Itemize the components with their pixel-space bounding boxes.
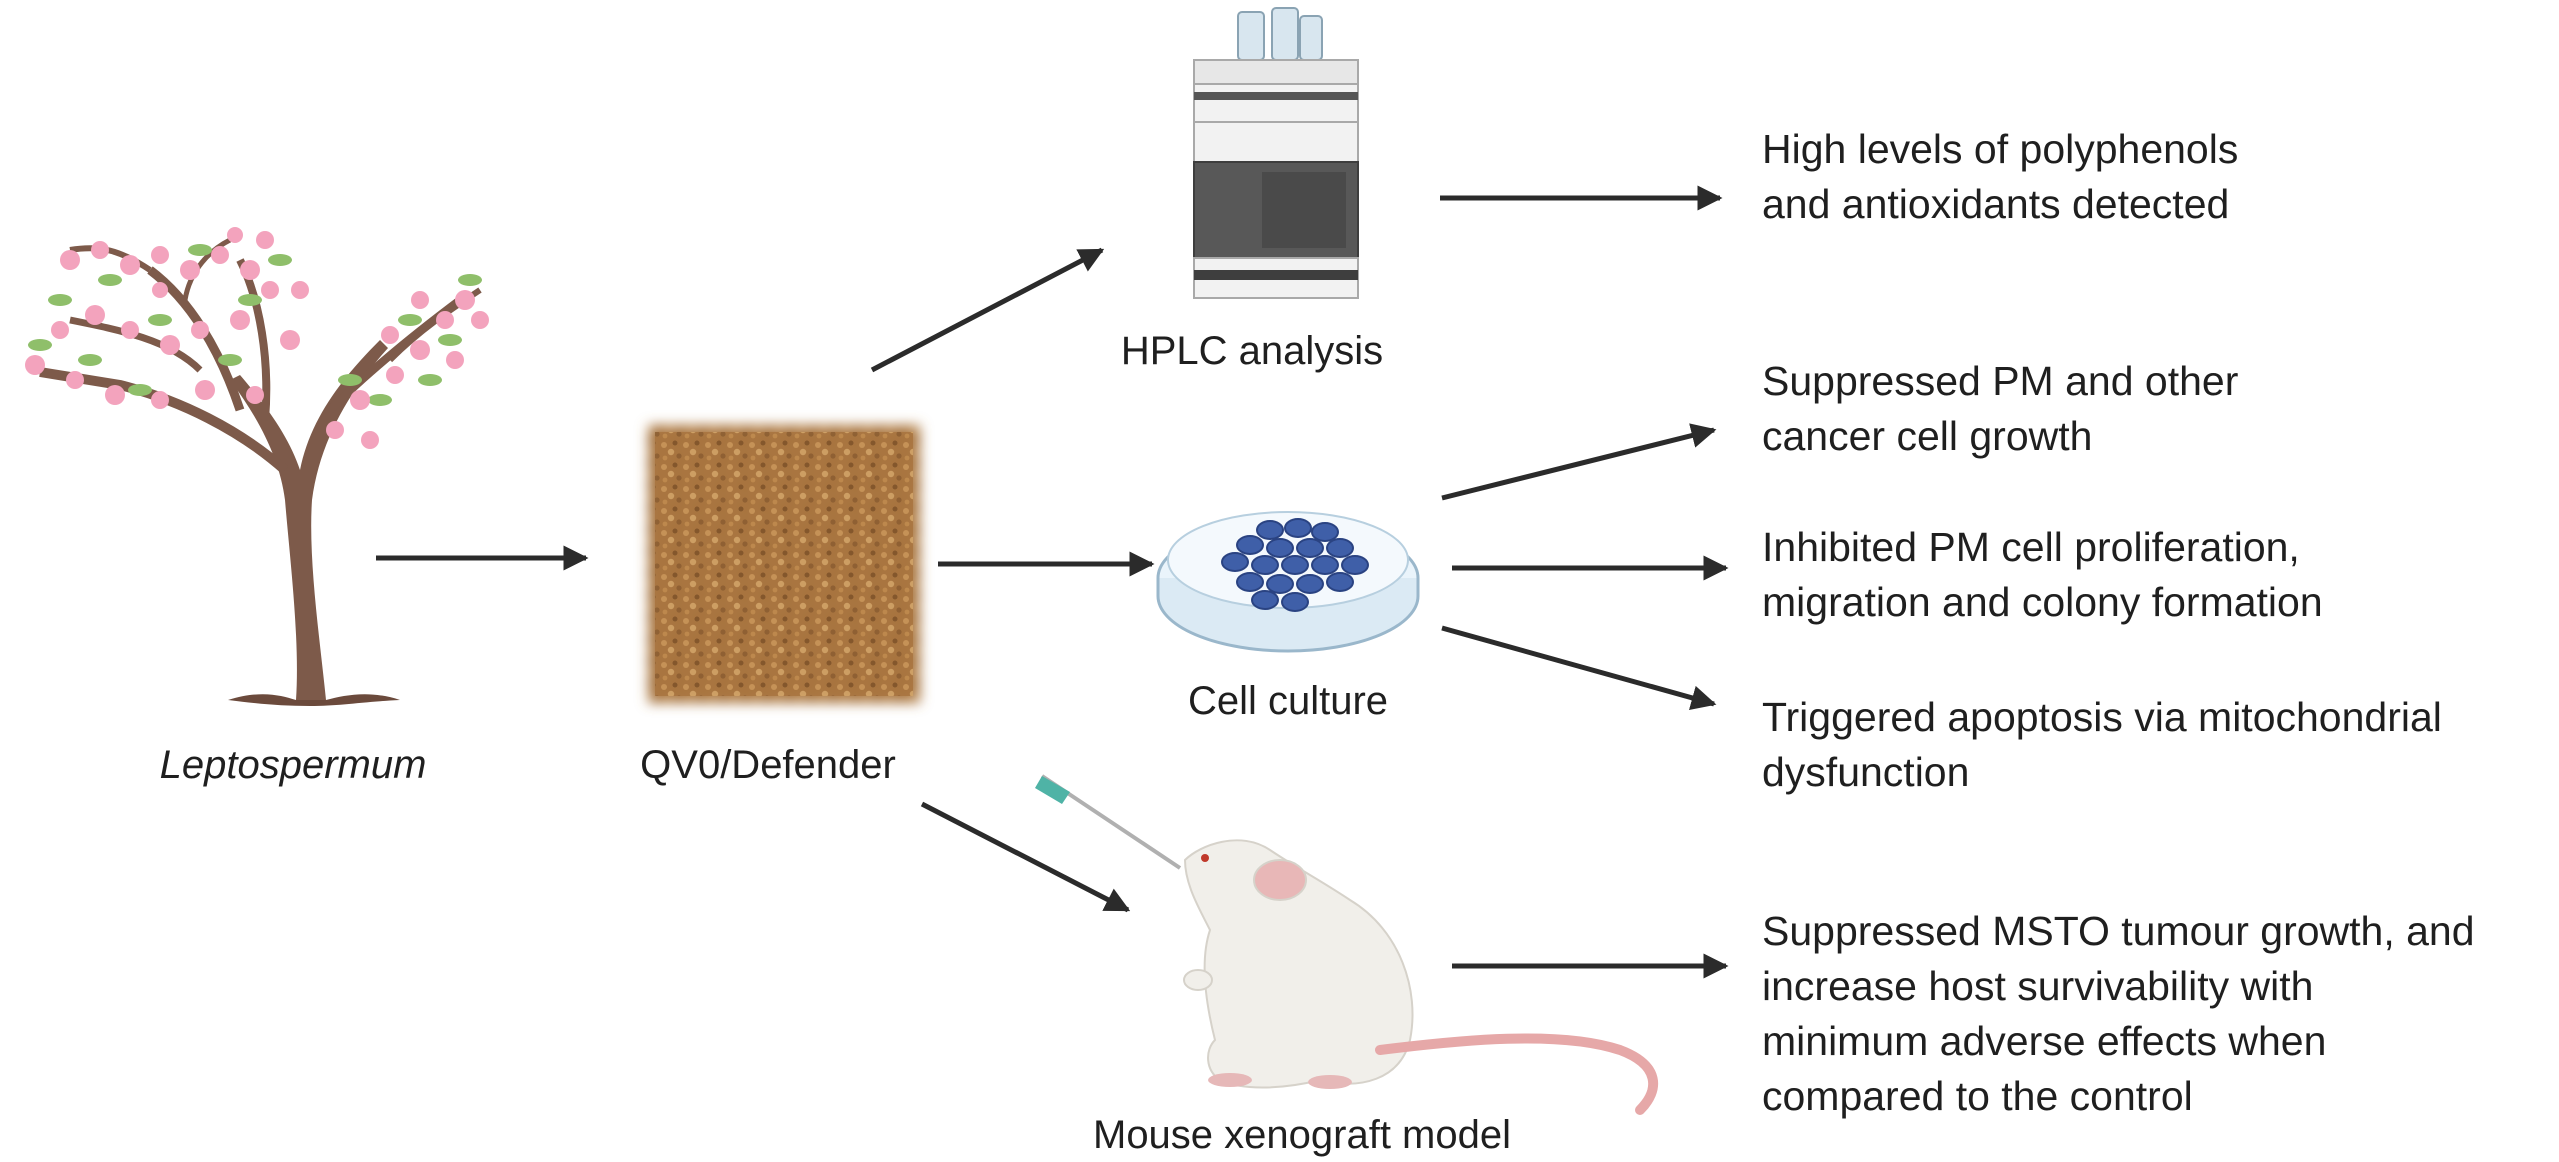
arrow-extract-to-mouse xyxy=(920,801,1131,913)
result-mouse-line: Suppressed MSTO tumour growth, and xyxy=(1762,908,2475,954)
source-label: Leptospermum xyxy=(159,743,427,787)
result-mouse: Suppressed MSTO tumour growth, and incre… xyxy=(1762,904,2475,1124)
result-apoptosis-line: Triggered apoptosis via mitochondrial xyxy=(1762,694,2442,740)
result-growth-line: Suppressed PM and other xyxy=(1762,358,2239,404)
arrow-culture-to-growth xyxy=(1441,423,1717,501)
tree-illustration xyxy=(25,227,489,706)
result-mouse-line: compared to the control xyxy=(1762,1073,2193,1119)
result-hplc-line: High levels of polyphenols xyxy=(1762,126,2239,172)
arrow-culture-to-apoptosis xyxy=(1441,625,1717,710)
result-hplc: High levels of polyphenols and antioxida… xyxy=(1762,122,2238,232)
result-apoptosis-line: dysfunction xyxy=(1762,749,1970,795)
result-growth-line: cancer cell growth xyxy=(1762,413,2093,459)
result-apoptosis: Triggered apoptosis via mitochondrial dy… xyxy=(1762,690,2442,800)
mouse-illustration xyxy=(1035,774,1659,1115)
cell-culture-label: Cell culture xyxy=(1187,679,1389,723)
hplc-instrument xyxy=(1193,7,1359,299)
mouse-label: Mouse xenograft model xyxy=(1092,1113,1512,1157)
result-growth: Suppressed PM and other cancer cell grow… xyxy=(1762,354,2238,464)
result-hplc-line: and antioxidants detected xyxy=(1762,181,2230,227)
extract-label: QV0/Defender xyxy=(640,743,896,787)
extract-powder xyxy=(648,425,920,703)
hplc-label: HPLC analysis xyxy=(1120,329,1384,373)
result-mouse-line: increase host survivability with xyxy=(1762,963,2314,1009)
petri-dish xyxy=(1156,511,1420,653)
result-mouse-line: minimum adverse effects when xyxy=(1762,1018,2327,1064)
arrow-extract-to-hplc xyxy=(870,247,1105,373)
result-proliferation: Inhibited PM cell proliferation, migrati… xyxy=(1762,520,2323,630)
result-proliferation-line: migration and colony formation xyxy=(1762,579,2323,625)
result-proliferation-line: Inhibited PM cell proliferation, xyxy=(1762,524,2300,570)
